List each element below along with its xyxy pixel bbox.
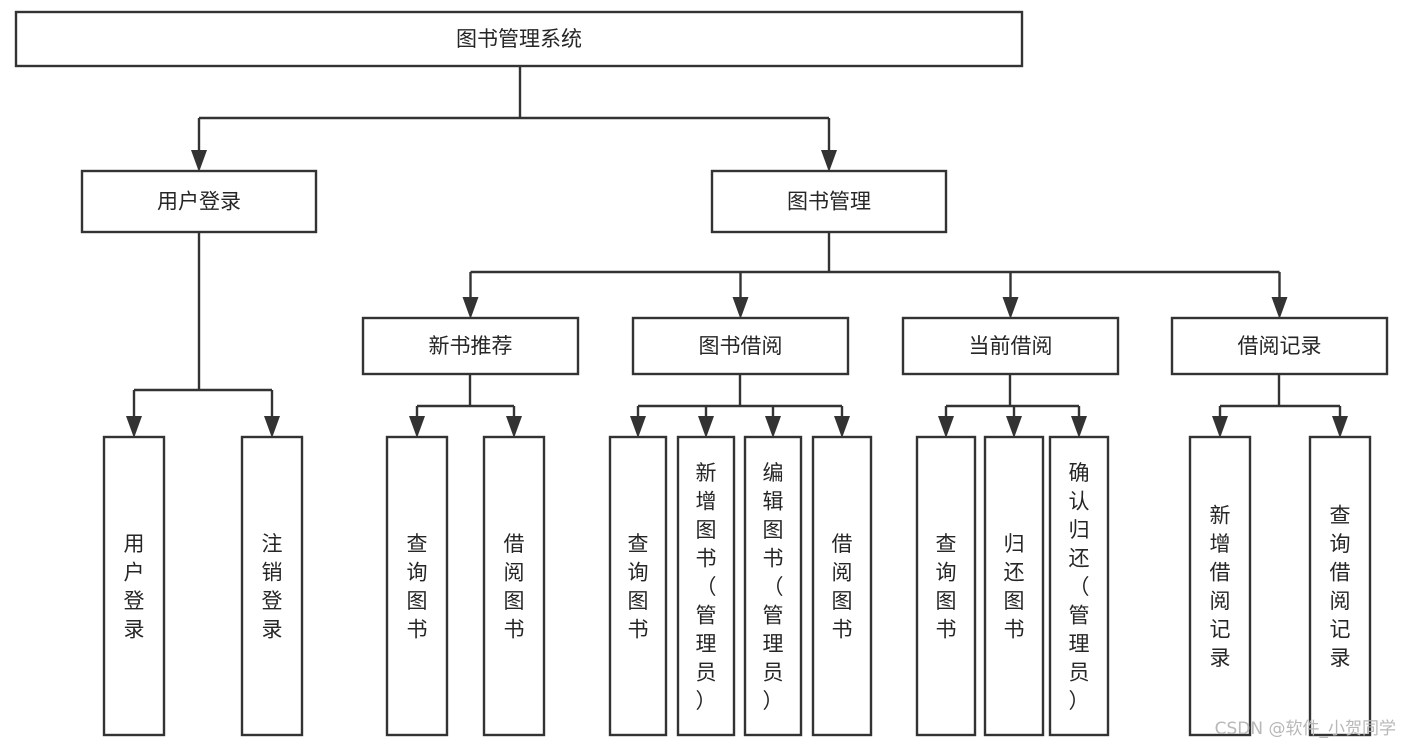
node-box — [102, 435, 166, 737]
node-leaf-record-add[interactable]: 新增借阅记录 — [1188, 435, 1252, 737]
node-label: 编辑图书（管理员） — [763, 461, 784, 713]
edge-group-root — [191, 66, 837, 172]
node-leaf-current-confirm[interactable]: 确认归还（管理员） — [1048, 435, 1110, 737]
node-box — [608, 435, 668, 737]
node-label: 图书管理系统 — [456, 27, 582, 51]
node-root[interactable]: 图书管理系统 — [14, 10, 1024, 68]
node-box — [676, 435, 736, 737]
connectors-layer — [126, 66, 1348, 438]
node-box — [901, 316, 1120, 376]
node-label: 新增图书（管理员） — [696, 461, 717, 713]
node-box — [743, 435, 803, 737]
edge-group-l2_borrow — [630, 374, 850, 438]
node-label: 归还图书 — [1004, 532, 1025, 642]
edge-group-l2_current — [938, 374, 1087, 438]
node-box — [482, 435, 546, 737]
node-box — [710, 169, 948, 234]
edge-group-l2_new_book — [409, 374, 522, 438]
node-box — [1170, 316, 1389, 376]
node-leaf-new-query[interactable]: 查询图书 — [385, 435, 449, 737]
node-label: 借阅图书 — [832, 532, 853, 642]
node-box — [811, 435, 873, 737]
node-box — [1188, 435, 1252, 737]
node-label: 当前借阅 — [969, 334, 1053, 358]
node-l1-book-manage[interactable]: 图书管理 — [710, 169, 948, 234]
node-label: 借阅图书 — [504, 532, 525, 642]
node-label: 新书推荐 — [429, 334, 513, 358]
node-box — [631, 316, 850, 376]
node-l2-borrow[interactable]: 图书借阅 — [631, 316, 850, 376]
edge-group-l1_book_manage — [462, 232, 1288, 319]
node-label: 确认归还（管理员） — [1069, 461, 1090, 713]
node-label: 借阅记录 — [1238, 334, 1322, 358]
node-label: 图书借阅 — [699, 334, 783, 358]
node-box — [1308, 435, 1372, 737]
node-leaf-borrow-edit[interactable]: 编辑图书（管理员） — [743, 435, 803, 737]
node-label: 查询图书 — [936, 532, 957, 642]
node-leaf-current-return[interactable]: 归还图书 — [983, 435, 1045, 737]
nodes-layer: 图书管理系统用户登录图书管理新书推荐图书借阅当前借阅借阅记录用户登录注销登录查询… — [14, 10, 1389, 737]
edge-group-l1_user_login — [126, 232, 280, 438]
node-leaf-borrow-do[interactable]: 借阅图书 — [811, 435, 873, 737]
node-box — [80, 169, 318, 234]
node-leaf-borrow-add[interactable]: 新增图书（管理员） — [676, 435, 736, 737]
node-label: 查询图书 — [628, 532, 649, 642]
node-leaf-borrow-query[interactable]: 查询图书 — [608, 435, 668, 737]
node-label: 图书管理 — [787, 190, 871, 214]
node-box — [983, 435, 1045, 737]
node-leaf-user-login[interactable]: 用户登录 — [102, 435, 166, 737]
node-label: 新增借阅记录 — [1210, 504, 1231, 671]
node-l2-new-book[interactable]: 新书推荐 — [361, 316, 580, 376]
node-l2-records[interactable]: 借阅记录 — [1170, 316, 1389, 376]
node-leaf-record-query[interactable]: 查询借阅记录 — [1308, 435, 1372, 737]
node-label: 用户登录 — [157, 190, 241, 214]
node-l2-current[interactable]: 当前借阅 — [901, 316, 1120, 376]
node-leaf-new-borrow[interactable]: 借阅图书 — [482, 435, 546, 737]
node-box — [240, 435, 304, 737]
node-label: 查询图书 — [407, 532, 428, 642]
node-label: 用户登录 — [124, 532, 145, 642]
node-label: 注销登录 — [262, 532, 283, 642]
csdn-watermark: CSDN @软件_小贺同学 — [1215, 719, 1396, 739]
node-label: 查询借阅记录 — [1330, 504, 1351, 671]
node-leaf-current-query[interactable]: 查询图书 — [915, 435, 977, 737]
node-box — [915, 435, 977, 737]
node-l1-user-login[interactable]: 用户登录 — [80, 169, 318, 234]
node-leaf-user-logout[interactable]: 注销登录 — [240, 435, 304, 737]
node-box — [385, 435, 449, 737]
node-box — [361, 316, 580, 376]
edge-group-l2_records — [1212, 374, 1348, 438]
node-box — [14, 10, 1024, 68]
node-box — [1048, 435, 1110, 737]
